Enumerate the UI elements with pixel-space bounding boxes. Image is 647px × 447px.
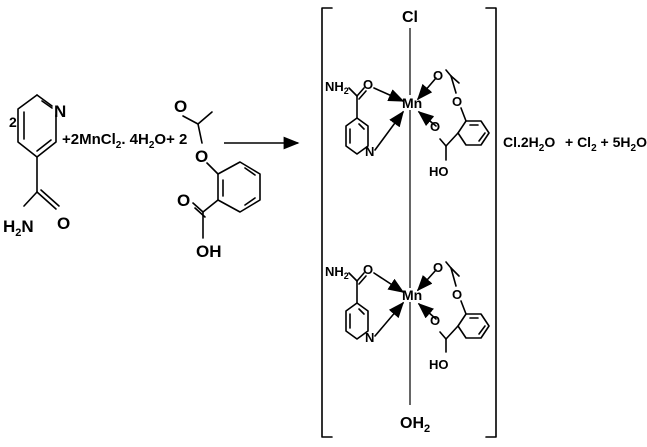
complex-brackets — [321, 7, 497, 438]
nicotinamide-n-label: N — [54, 102, 66, 121]
nicotinamide-amine-label: H2N — [3, 217, 34, 239]
amide-o-label: O — [363, 262, 373, 277]
carbonyl-o-label: O — [430, 119, 440, 134]
nicotinamide-o-label: O — [57, 214, 70, 233]
ester-o-label: O — [452, 94, 462, 109]
pyridine-n-label: N — [365, 330, 374, 345]
amide-nh2-label: NH2 — [325, 264, 349, 281]
ester-o-label: O — [452, 287, 462, 302]
acetyl-o-label: O — [433, 68, 443, 83]
carbonyl-o-label: O — [430, 313, 440, 328]
pyridine-n-label: N — [365, 144, 374, 159]
acid-ho-label: HO — [429, 164, 449, 179]
amide-o-label: O — [363, 77, 373, 92]
complex-unit-top: Mn NH2 O N O O O HO — [325, 68, 490, 179]
mncl2-reagent-text: +2MnCl2. 4H2O+ 2 — [62, 131, 187, 151]
acetyl-o-label: O — [433, 260, 443, 275]
byproducts-text: + Cl2 + 5H2O — [565, 134, 647, 154]
axial-water-label: OH2 — [400, 415, 430, 435]
amide-nh2-label: NH2 — [325, 79, 349, 96]
nicotinamide-coefficient: 2 — [9, 114, 17, 130]
counter-ions-text: Cl.2H2O — [503, 134, 555, 154]
aspirin-o-top: O — [174, 97, 187, 116]
aspirin-oh: OH — [196, 242, 222, 261]
acid-ho-label: HO — [429, 357, 449, 372]
aspirin-structure: O O O OH — [174, 97, 261, 261]
aspirin-o-acid: O — [177, 191, 190, 210]
axial-chloride-label: Cl — [402, 9, 418, 26]
complex-unit-bottom: Mn NH2 O N O O O HO — [325, 260, 490, 372]
nicotinamide-structure: 2 N O H2N — [3, 94, 70, 239]
aspirin-o-ester: O — [195, 147, 208, 166]
